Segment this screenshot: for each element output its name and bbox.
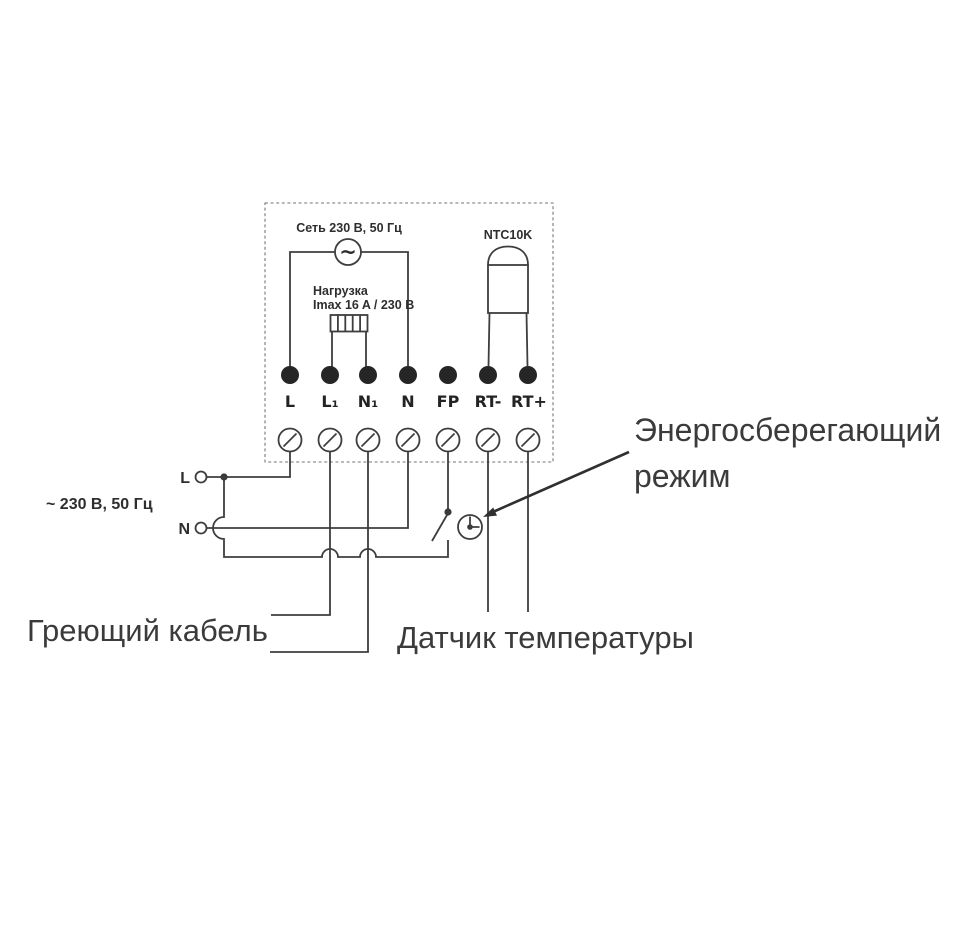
ac-source-icon [334, 238, 362, 266]
screw-terminal [475, 427, 501, 453]
terminal-dot [281, 366, 299, 384]
screw-terminal [435, 427, 461, 453]
wire-heating-cable-l1 [271, 451, 331, 616]
screw-terminal [355, 427, 381, 453]
terminal-label-rt-plus: RT+ [511, 392, 547, 411]
ntc-sensor-icon [487, 245, 529, 367]
ac-source-circuit: ~ Сеть 230 В, 50 Гц [289, 221, 409, 367]
terminal-label-fp: FP [437, 392, 460, 411]
terminal-dot [519, 366, 537, 384]
fp-switch-icon [431, 508, 452, 542]
external-wiring [194, 451, 529, 653]
terminal-labels: L L₁ N₁ N FP RT- RT+ [285, 392, 547, 411]
terminal-dot [399, 366, 417, 384]
screw-terminal [515, 427, 541, 453]
screw-terminals [277, 427, 541, 453]
heating-cable-caption: Греющий кабель [27, 613, 268, 648]
neutral-terminal-circle [194, 521, 208, 535]
screw-terminal [317, 427, 343, 453]
temp-sensor-caption: Датчик температуры [397, 620, 694, 655]
sine-glyph: ~ [339, 240, 357, 264]
load-label-line2: Imax 16 A / 230 В [313, 298, 414, 312]
neutral-label: N [178, 521, 190, 538]
wire-heating-cable-n1 [270, 451, 369, 653]
energy-mode-arrow [483, 450, 630, 517]
load-label-line1: Нагрузка [313, 284, 369, 298]
energy-mode-caption-line1: Энергосберегающий [634, 412, 941, 448]
line-label: L [180, 470, 190, 487]
terminal-label-n: N [401, 392, 414, 411]
terminal-label-l1: L₁ [321, 392, 338, 411]
device-outline-dashed-box [264, 202, 554, 463]
mains-rating-side-label: ~ 230 В, 50 Гц [46, 496, 153, 513]
terminal-label-rt-minus: RT- [475, 392, 502, 411]
terminal-dot [321, 366, 339, 384]
terminal-label-n1: N₁ [358, 392, 378, 411]
wire-line-feed [207, 451, 291, 478]
terminal-dot [479, 366, 497, 384]
terminal-dot [439, 366, 457, 384]
wire-switch-rail [212, 477, 449, 558]
heating-element-icon [329, 314, 369, 333]
mains-rating-label: Сеть 230 В, 50 Гц [296, 221, 402, 235]
terminal-label-l: L [285, 392, 295, 411]
heating-load-circuit: Нагрузка Imax 16 A / 230 В [313, 284, 414, 367]
terminal-dot [359, 366, 377, 384]
energy-mode-caption-line2: режим [634, 458, 731, 494]
ntc-sensor-circuit: NTC10K [484, 228, 533, 367]
screw-terminal [277, 427, 303, 453]
clock-icon [457, 514, 483, 540]
terminal-dots [281, 366, 537, 384]
line-terminal-circle [194, 470, 208, 484]
screw-terminal [395, 427, 421, 453]
sensor-label: NTC10K [484, 228, 533, 242]
wire-neutral-feed [206, 451, 409, 529]
